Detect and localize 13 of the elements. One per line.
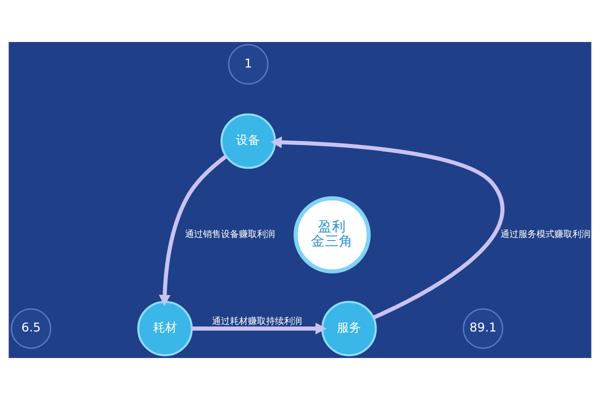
node-circle: 89.1 (462, 308, 504, 349)
edge-label: 通过销售设备赚取利润 (184, 230, 275, 240)
edge-label: 通过耗材赚取持续利润 (212, 317, 302, 328)
node-circle: 设备 (220, 113, 276, 169)
node-circle: 1 (228, 44, 269, 85)
arrow (270, 136, 504, 320)
edge-label: 通过服务模式赚取利润 (500, 230, 590, 240)
arrow (158, 154, 228, 306)
node-circle: 盈利金三角 (294, 196, 371, 274)
node-circle: 6.5 (10, 308, 52, 349)
node-circle: 服务 (321, 300, 377, 356)
node-circle: 耗材 (137, 300, 193, 356)
arrow (192, 322, 327, 334)
